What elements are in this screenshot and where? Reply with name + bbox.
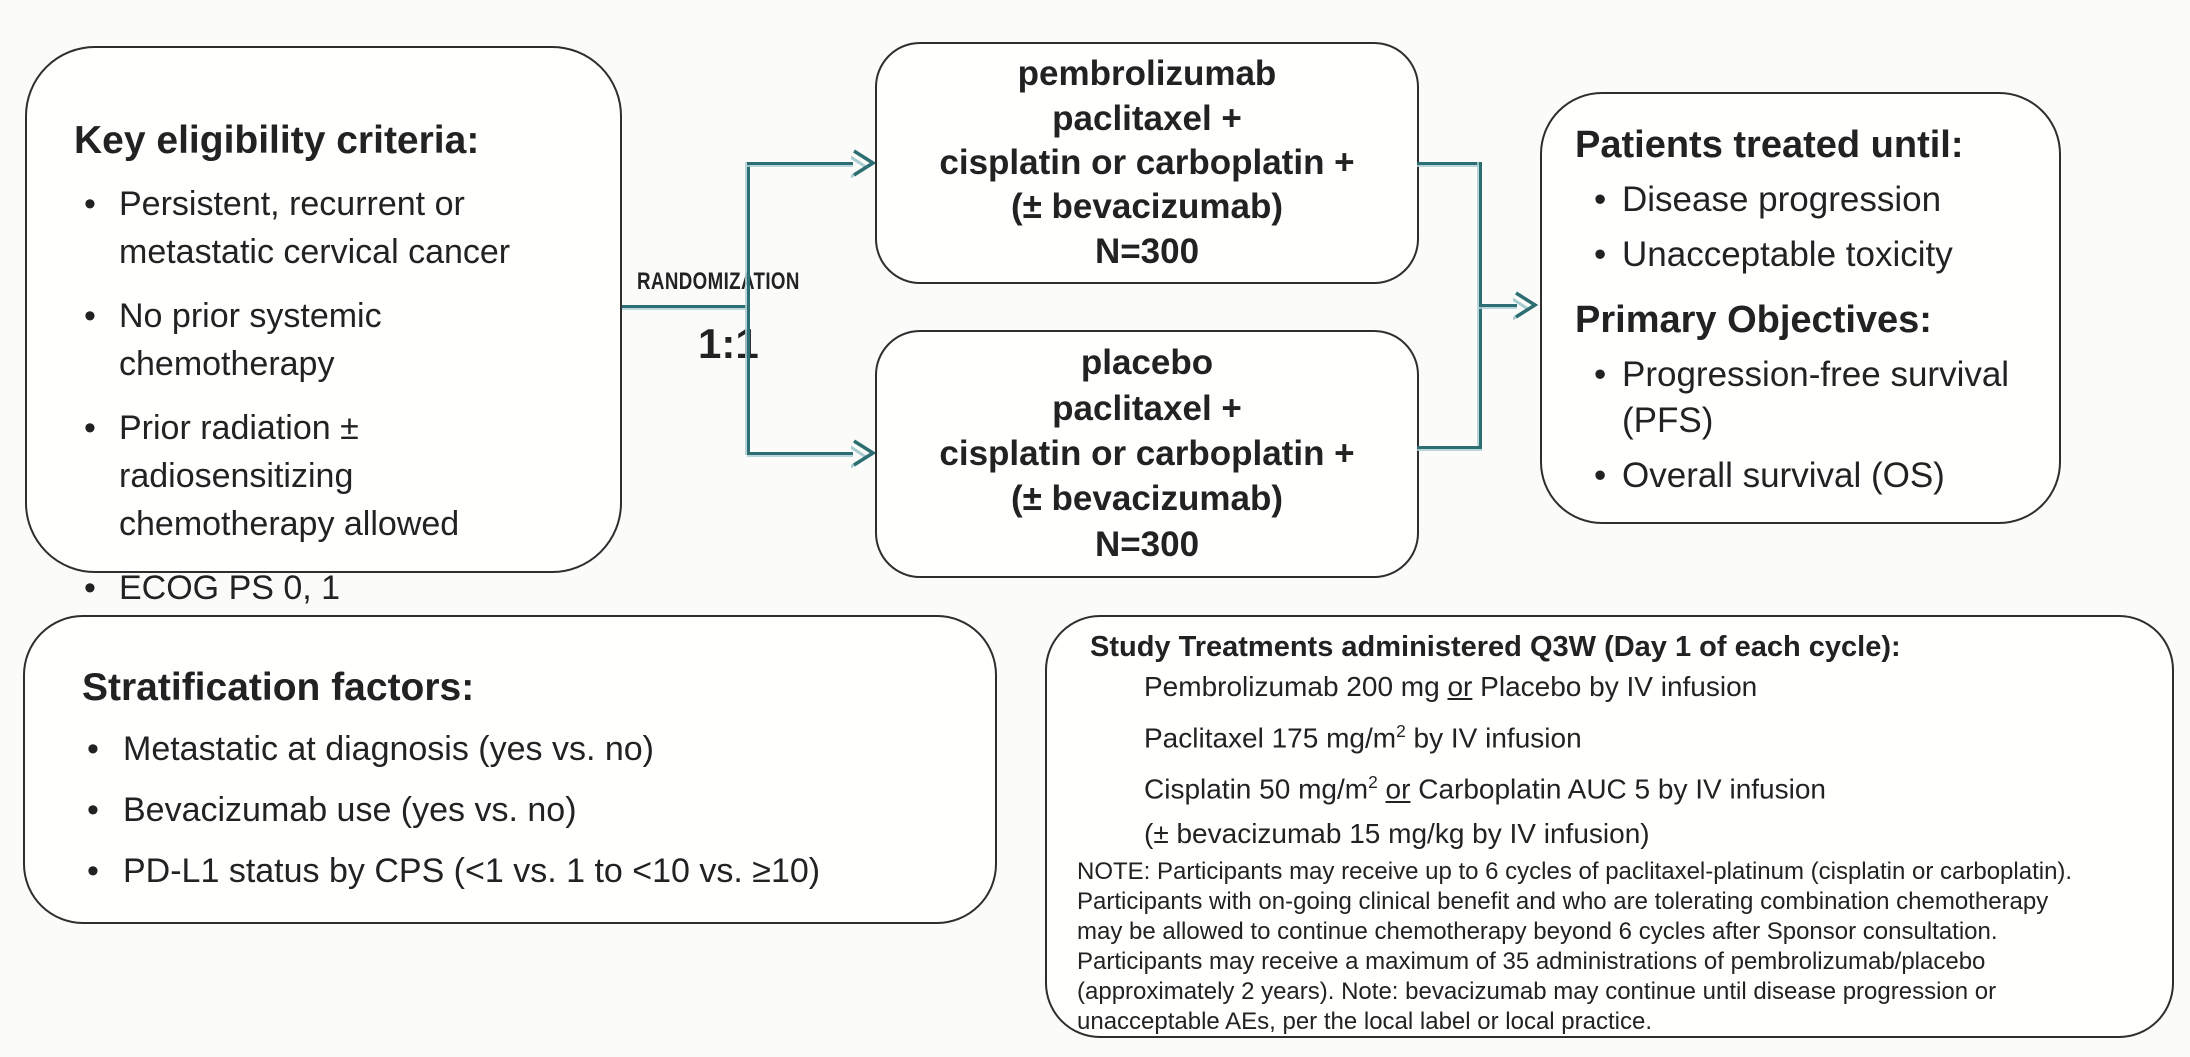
arrow-head-icon [851, 439, 877, 468]
stratification-box: Stratification factors: Metastatic at di… [23, 615, 997, 924]
treatment-line: Pembrolizumab 200 mg or Placebo by IV in… [1144, 671, 1758, 702]
arm-line: cisplatin or carboplatin + [939, 142, 1355, 182]
primary-objectives-list: Progression-free survival (PFS) Overall … [1572, 352, 2035, 499]
connector-line [747, 452, 853, 455]
arm-line: pembrolizumab [1017, 54, 1277, 94]
treatments-note: NOTE: Participants may receive up to 6 c… [1077, 857, 2073, 1035]
treatment-line: (± bevacizumab 15 mg/kg by IV infusion) [1144, 817, 1650, 849]
connector-line [1417, 446, 1482, 449]
arm-line: paclitaxel + [1052, 98, 1242, 138]
list-item: Prior radiation ± radiosensitizing chemo… [84, 404, 592, 548]
list-item: No prior systemic chemotherapy [84, 292, 592, 388]
arm-line: (± bevacizumab) [1010, 479, 1284, 519]
treatments-title: Study Treatments administered Q3W (Day 1… [1090, 631, 1901, 663]
primary-objectives-title: Primary Objectives: [1575, 299, 1932, 341]
arrow-head-icon [1513, 291, 1539, 320]
list-item: Unacceptable toxicity [1594, 232, 2035, 278]
list-item: Persistent, recurrent or metastatic cerv… [84, 180, 592, 276]
arm-line: placebo [1080, 343, 1214, 383]
treatments-box: Study Treatments administered Q3W (Day 1… [1045, 615, 2174, 1038]
connector-line [622, 305, 748, 308]
eligibility-box: Key eligibility criteria: Persistent, re… [25, 46, 622, 612]
list-item: Disease progression [1594, 177, 2035, 223]
eligibility-list: Persistent, recurrent or metastatic cerv… [52, 180, 592, 612]
list-item: PD-L1 status by CPS (<1 vs. 1 to <10 vs.… [87, 848, 965, 894]
treatment-line: Cisplatin 50 mg/m2 or Carboplatin AUC 5 … [1144, 772, 1826, 805]
list-item: Metastatic at diagnosis (yes vs. no) [87, 726, 965, 772]
connector-line [1417, 162, 1482, 165]
connector-line [747, 162, 750, 455]
eligibility-title: Key eligibility criteria: [74, 119, 480, 162]
outcomes-box: Patients treated until: Disease progress… [1540, 92, 2061, 524]
arrow-head-icon [851, 149, 877, 178]
arm-placebo-box: placebo paclitaxel + cisplatin or carbop… [875, 330, 1419, 578]
stratification-list: Metastatic at diagnosis (yes vs. no) Bev… [48, 726, 965, 894]
connector-line [1479, 304, 1517, 307]
treated-until-list: Disease progression Unacceptable toxicit… [1572, 177, 2035, 278]
arm-enrollment-count: N=300 [1094, 524, 1200, 564]
randomization-label: RANDOMIZATION [637, 268, 800, 295]
connector-line [747, 162, 853, 165]
arm-pembrolizumab-box: pembrolizumab paclitaxel + cisplatin or … [875, 42, 1419, 284]
list-item: ECOG PS 0, 1 [84, 564, 592, 612]
arm-enrollment-count: N=300 [1094, 231, 1200, 271]
treated-until-title: Patients treated until: [1575, 124, 1964, 166]
arm-line: paclitaxel + [1052, 388, 1242, 428]
arm-line: (± bevacizumab) [1010, 187, 1284, 227]
list-item: Bevacizumab use (yes vs. no) [87, 787, 965, 833]
stratification-title: Stratification factors: [82, 666, 475, 709]
arm-line: cisplatin or carboplatin + [939, 433, 1355, 473]
treatment-line: Paclitaxel 175 mg/m2 by IV infusion [1144, 721, 1582, 754]
list-item: Overall survival (OS) [1594, 453, 2035, 499]
list-item: Progression-free survival (PFS) [1594, 352, 2035, 444]
